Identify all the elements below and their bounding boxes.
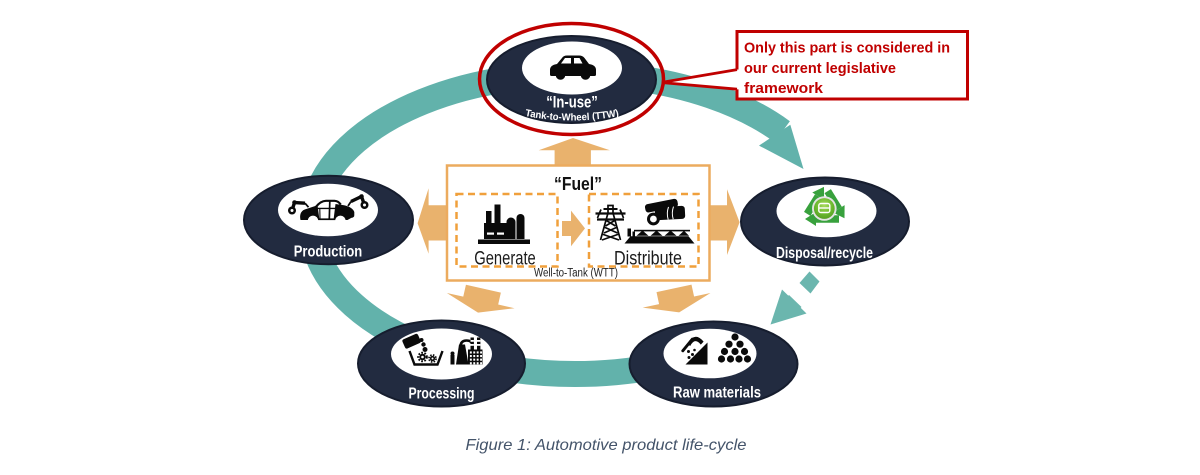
svg-text:Tank-to-Wheel (TTW): Tank-to-Wheel (TTW) xyxy=(524,108,619,124)
svg-text:framework: framework xyxy=(744,80,824,97)
svg-text:Processing: Processing xyxy=(409,386,475,403)
svg-text:Well-to-Tank (WTT): Well-to-Tank (WTT) xyxy=(534,267,618,279)
svg-text:Only this part is considered i: Only this part is considered in xyxy=(744,40,950,57)
svg-text:our current legislative: our current legislative xyxy=(744,60,896,77)
svg-text:Raw materials: Raw materials xyxy=(673,385,761,402)
svg-text:Disposal/recycle: Disposal/recycle xyxy=(776,245,873,262)
svg-text:Generate: Generate xyxy=(474,249,536,270)
svg-text:“In-use”: “In-use” xyxy=(546,94,598,112)
svg-text:“Fuel”: “Fuel” xyxy=(554,174,602,194)
svg-text:Production: Production xyxy=(294,244,363,261)
svg-text:Distribute: Distribute xyxy=(614,249,682,270)
svg-text:Figure 1: Automotive product l: Figure 1: Automotive product life-cycle xyxy=(466,437,747,454)
